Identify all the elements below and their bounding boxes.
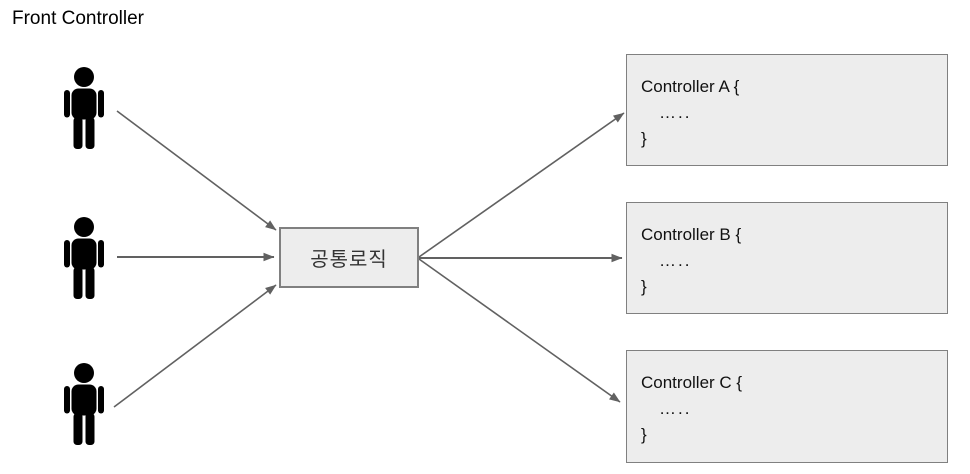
person-icon bbox=[64, 363, 104, 445]
common-logic-node: 공통로직 bbox=[279, 227, 419, 288]
controller-b-node: Controller B { ….. } bbox=[626, 202, 948, 314]
common-logic-label: 공통로직 bbox=[310, 249, 388, 271]
controller-a-node: Controller A { ….. } bbox=[626, 54, 948, 166]
controller-a-line-3: } bbox=[641, 129, 647, 148]
diagram-title: Front Controller bbox=[12, 8, 144, 29]
arrow-client3-to-common-logic bbox=[113, 284, 277, 408]
controller-b-line-1: Controller B { bbox=[641, 225, 742, 244]
controller-a-line-2: ….. bbox=[659, 103, 692, 122]
controller-c-node: Controller C { ….. } bbox=[626, 350, 948, 463]
controller-c-line-3: } bbox=[641, 425, 647, 444]
arrow-common-logic-to-controller-c bbox=[418, 258, 621, 403]
controller-a-line-1: Controller A { bbox=[641, 77, 740, 96]
arrow-client1-to-common-logic bbox=[116, 110, 277, 231]
person-icon bbox=[64, 217, 104, 299]
controller-c-line-1: Controller C { bbox=[641, 373, 743, 392]
controller-b-line-3: } bbox=[641, 277, 647, 296]
person-icon bbox=[64, 67, 104, 149]
controller-b-line-2: ….. bbox=[659, 251, 692, 270]
controller-c-line-2: ….. bbox=[659, 399, 692, 418]
arrow-common-logic-to-controller-a bbox=[418, 112, 625, 258]
